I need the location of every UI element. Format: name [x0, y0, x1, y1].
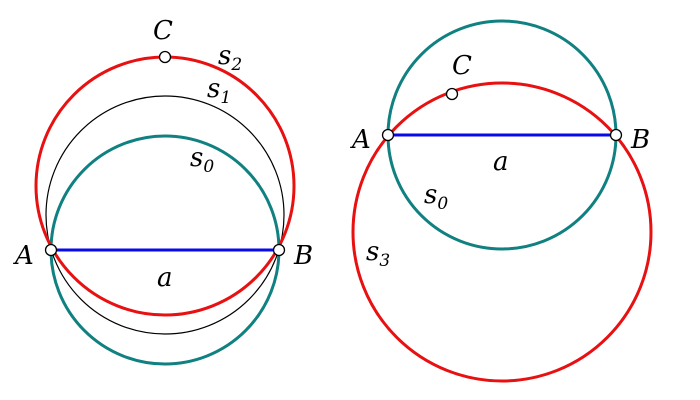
left-label-s0: s0 — [190, 143, 214, 177]
right-figure: C A B a s0 s3 — [350, 19, 653, 383]
right-label-s0: s0 — [424, 180, 448, 214]
right-label-s3: s3 — [366, 237, 390, 271]
right-point-b[interactable] — [609, 128, 623, 142]
left-figure: C A B a s2 s1 s0 — [13, 16, 313, 366]
right-label-c: C — [452, 51, 472, 81]
right-circle-s3 — [351, 81, 653, 383]
left-label-s2: s2 — [218, 41, 242, 75]
left-point-c[interactable] — [158, 50, 172, 64]
right-label-b: B — [630, 125, 650, 155]
left-label-s1: s1 — [207, 74, 231, 108]
right-point-c[interactable] — [445, 87, 459, 101]
left-point-a[interactable] — [44, 243, 58, 257]
right-label-a: A — [350, 125, 371, 155]
left-label-segment-a: a — [157, 263, 173, 293]
left-label-a: A — [13, 241, 34, 271]
left-label-b: B — [293, 241, 313, 271]
right-label-segment-a: a — [493, 147, 509, 177]
right-point-a[interactable] — [381, 128, 395, 142]
left-label-c: C — [153, 16, 173, 46]
left-point-b[interactable] — [272, 243, 286, 257]
left-circle-s1 — [45, 95, 285, 335]
